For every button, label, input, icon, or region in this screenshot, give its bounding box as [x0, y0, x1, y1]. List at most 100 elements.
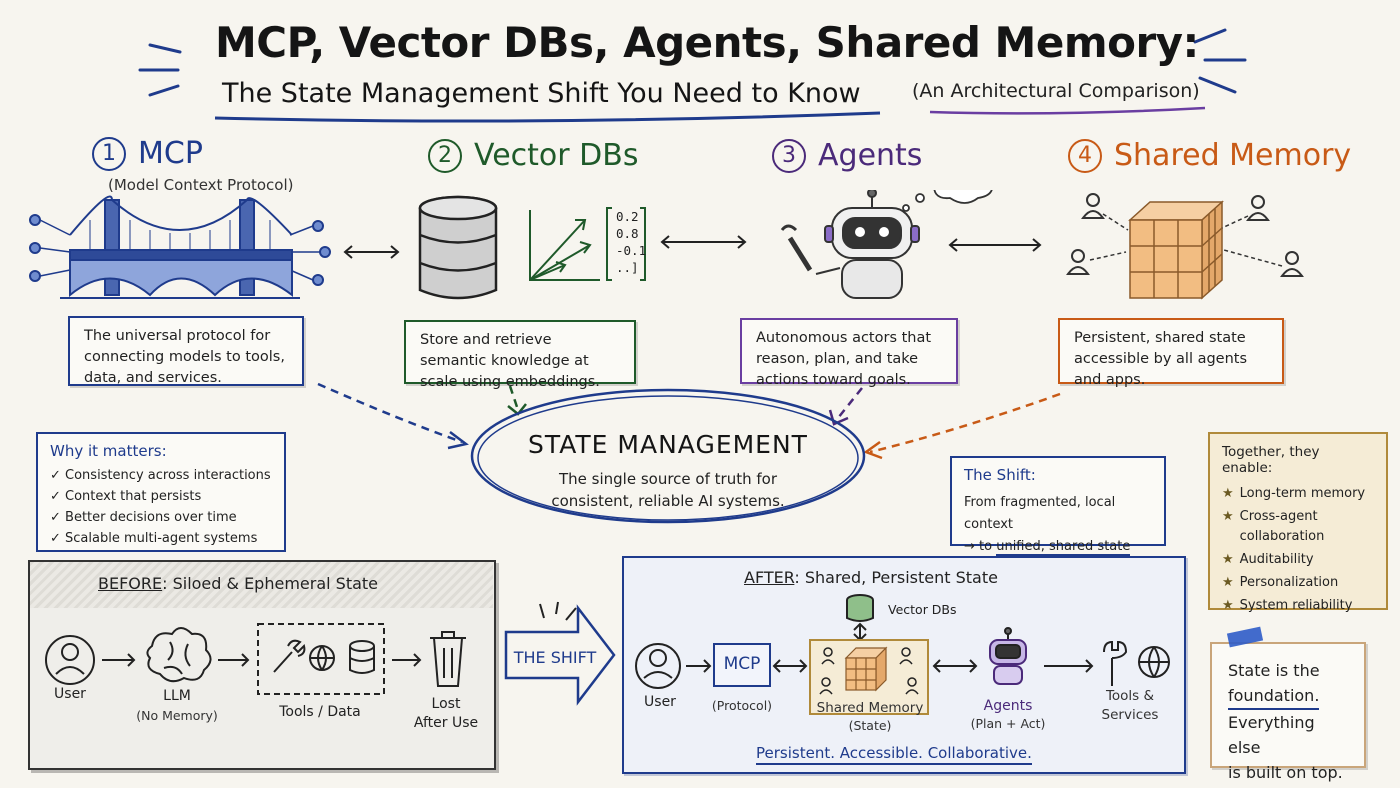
database-icon [418, 195, 498, 300]
state-ellipse [470, 388, 866, 524]
llm-sublabel: (No Memory) [136, 708, 218, 723]
item-text: Auditability [1239, 552, 1314, 567]
after-agents-label: Agents [983, 698, 1033, 714]
bridge-icon [29, 195, 331, 299]
section-agents-heading: 3 Agents [772, 138, 922, 173]
subtitle: The State Management Shift You Need to K… [222, 78, 861, 109]
item-text: Scalable multi-agent systems [65, 531, 258, 546]
vector-value: ..] [616, 260, 639, 275]
before-label: BEFORE [98, 574, 163, 593]
after-footer: Persistent. Accessible. Collaborative. [756, 744, 1032, 765]
after-title-text: : Shared, Persistent State [794, 568, 998, 587]
star-icon: ★ [1222, 598, 1234, 613]
list-item: ★ Personalization [1222, 573, 1374, 593]
robot-icon [780, 190, 920, 299]
wrench-icon [1103, 640, 1128, 686]
double-arrow-icon [948, 238, 1042, 252]
foundation-emphasis: foundation. [1228, 683, 1320, 710]
robot-icon [989, 627, 1027, 685]
section-memory-heading: 4 Shared Memory [1068, 138, 1351, 173]
item-text: Consistency across interactions [65, 468, 271, 483]
subtitle-note: (An Architectural Comparison) [912, 80, 1200, 102]
user-icon [1066, 193, 1304, 277]
database-icon [846, 594, 874, 622]
check-icon: ✓ [50, 531, 66, 546]
shift-title: The Shift: [964, 466, 1036, 484]
llm-label: LLM [163, 688, 191, 704]
after-agents-sublabel: (Plan + Act) [970, 716, 1046, 731]
memory-description: Persistent, shared state accessible by a… [1058, 318, 1284, 388]
after-label: AFTER [744, 568, 795, 587]
section-number: 1 [92, 136, 126, 171]
lightbulb-icon [902, 190, 993, 212]
section-vector-heading: 2 Vector DBs [428, 138, 638, 173]
after-mcp-sublabel: (Protocol) [711, 698, 773, 713]
database-icon [349, 640, 375, 674]
after-memory-label: Shared Memory [816, 700, 924, 716]
memory-cube-icon [844, 646, 888, 692]
trash-icon [430, 631, 466, 687]
shift-prefix: → to [964, 539, 993, 554]
enable-title: Together, they enable: [1222, 444, 1320, 476]
state-connectors [317, 382, 1061, 524]
after-tools-label: Tools & [1105, 688, 1155, 704]
before-flow [45, 623, 466, 695]
before-panel: BEFORE: Siloed & Ephemeral State User LL… [28, 560, 496, 770]
item-text: Better decisions over time [65, 510, 237, 525]
star-icon: ★ [1222, 552, 1234, 567]
illustrations-row [29, 190, 1304, 300]
user-icon [45, 635, 95, 685]
item-text: Long-term memory [1239, 486, 1366, 501]
after-title: AFTER: Shared, Persistent State [744, 568, 998, 587]
shift-emphasis: unified, shared state [996, 539, 1131, 556]
item-text: Personalization [1239, 575, 1339, 590]
list-item: ✓ Better decisions over time [50, 507, 272, 528]
section-number: 4 [1068, 138, 1102, 173]
brain-icon [146, 627, 212, 683]
after-services-label: Services [1101, 707, 1159, 723]
before-header-shade [30, 562, 493, 608]
shift-line2: → to unified, shared state [964, 536, 1152, 558]
after-mcp-label: MCP [723, 654, 761, 674]
shift-line1: From fragmented, local context [964, 495, 1116, 532]
before-title-text: : Siloed & Ephemeral State [162, 574, 379, 593]
foundation-line: Everything else [1228, 713, 1315, 757]
check-icon: ✓ [50, 489, 66, 504]
vector-chart-icon [529, 210, 600, 281]
list-item: ★ Auditability [1222, 550, 1374, 570]
list-item: ★System reliability [1222, 596, 1374, 616]
section-mcp-heading: 1 MCP [92, 136, 203, 171]
user-icon [635, 643, 681, 689]
the-shift-label: THE SHIFT [513, 648, 597, 667]
why-it-matters-box: Why it matters: ✓ Consistency across int… [36, 432, 286, 552]
after-flow [635, 594, 1170, 715]
item-text: Cross-agent collaboration [1239, 509, 1325, 544]
section-title: MCP [138, 136, 203, 171]
mcp-description: The universal protocol for connecting mo… [68, 316, 304, 386]
foundation-note: State is the foundation. Everything else… [1210, 642, 1366, 782]
before-title: BEFORE: Siloed & Ephemeral State [98, 574, 378, 593]
check-icon: ✓ [50, 510, 66, 525]
star-icon: ★ [1222, 575, 1234, 590]
shift-box: The Shift: From fragmented, local contex… [950, 456, 1166, 556]
lost-label: Lost [431, 696, 461, 712]
double-arrow-icon [343, 245, 400, 259]
wrench-icon [273, 639, 306, 673]
mcp-subtitle: (Model Context Protocol) [108, 176, 294, 194]
section-title: Vector DBs [474, 138, 639, 173]
vector-value: -0.1 [616, 243, 647, 258]
after-vector-label: Vector DBs [888, 602, 957, 617]
item-text: Context that persists [65, 489, 202, 504]
foundation-line: State is the [1228, 661, 1320, 680]
vector-value: 0.2 [616, 209, 639, 224]
vector-value: 0.8 [616, 226, 639, 241]
user-icon [819, 647, 919, 695]
memory-cube-icon [1128, 200, 1224, 300]
state-management-title: STATE MANAGEMENT [528, 430, 808, 459]
vector-values [606, 207, 646, 281]
why-title: Why it matters: [50, 442, 167, 460]
agents-description: Autonomous actors that reason, plan, and… [740, 318, 958, 388]
list-item: ✓ Consistency across interactions [50, 465, 272, 486]
after-memory-sublabel: (State) [848, 718, 892, 733]
